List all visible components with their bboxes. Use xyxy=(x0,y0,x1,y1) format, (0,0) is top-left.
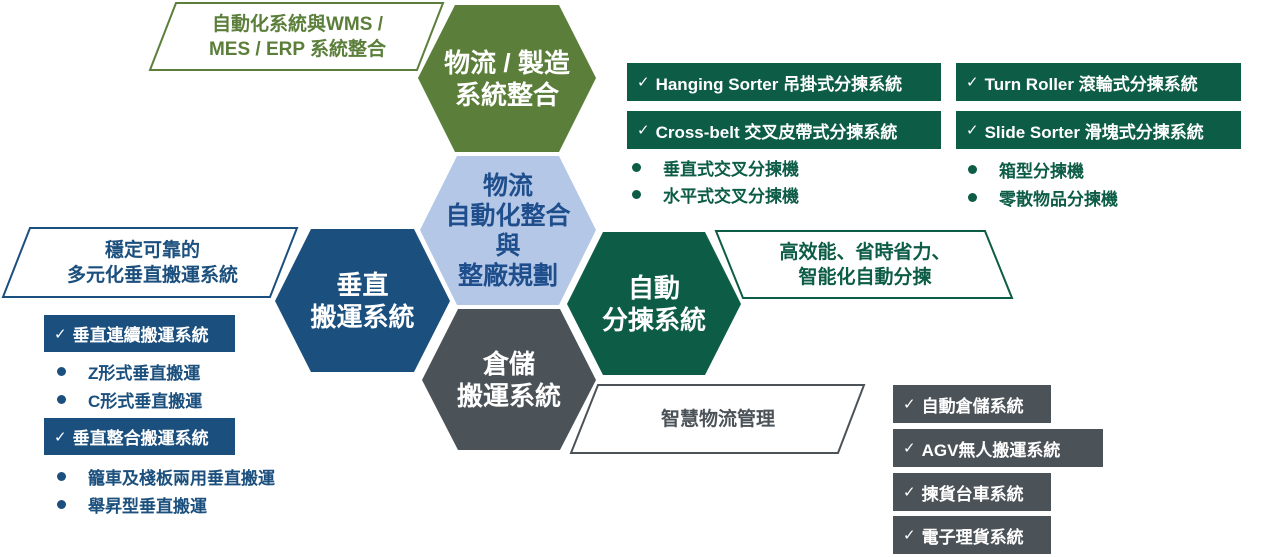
sorting-hexagon-line-2: 分揀系統 xyxy=(601,304,706,335)
bullet-dot-icon xyxy=(57,366,66,376)
sorting-bullet-label: 箱型分揀機 xyxy=(999,161,1084,181)
integration-hexagon-line-2: 系統整合 xyxy=(454,79,559,110)
vertical-bullet-label: Z形式垂直搬運 xyxy=(88,363,201,383)
sorting-hexagon-line-1: 自動 xyxy=(627,272,680,303)
storage-item-label: 揀貨台車系統 xyxy=(921,484,1024,504)
sorting-callout-line-1: 高效能、省時省力、 xyxy=(779,241,951,263)
sorting-bullet-label: 水平式交叉分揀機 xyxy=(663,186,799,206)
vertical-item-label: 垂直連續搬運系統 xyxy=(72,326,209,345)
center-hexagon-label: 物流 自動化整合 與 整廠規劃 xyxy=(420,156,596,305)
storage-callout-line-1: 智慧物流管理 xyxy=(660,408,775,430)
check-icon: ✓ xyxy=(966,122,979,139)
storage-item-label: 自動倉儲系統 xyxy=(921,396,1024,416)
bullet-dot-icon xyxy=(632,162,641,172)
vertical-hexagon xyxy=(275,229,450,372)
sorting-hexagon xyxy=(567,232,741,375)
check-icon: ✓ xyxy=(966,74,979,91)
center-hexagon-line-2: 自動化整合 xyxy=(445,201,571,230)
integration-callout: 自動化系統與WMS / MES / ERP 系統整合 xyxy=(170,6,425,68)
vertical-bullet-label: 舉昇型垂直搬運 xyxy=(88,496,207,516)
check-icon: ✓ xyxy=(903,527,916,544)
sorting-item-turn-roller: ✓ Turn Roller 滾輪式分揀系統 xyxy=(956,63,1241,101)
check-icon: ✓ xyxy=(54,325,67,343)
vertical-hexagon-line-1: 垂直 xyxy=(336,269,389,300)
center-hexagon-line-4: 整廠規劃 xyxy=(457,261,558,290)
vertical-callout: 穩定可靠的 多元化垂直搬運系統 xyxy=(20,231,285,294)
sorting-item-label: Slide Sorter 滑塊式分揀系統 xyxy=(984,122,1204,142)
vertical-hexagon-line-2: 搬運系統 xyxy=(310,301,415,332)
storage-item-electronic-sorting: ✓ 電子理貨系統 xyxy=(893,516,1051,554)
sorting-callout: 高效能、省時省力、 智能化自動分揀 xyxy=(730,234,1000,295)
check-icon: ✓ xyxy=(903,484,916,501)
integration-callout-shape xyxy=(148,2,445,71)
storage-hexagon-label: 倉儲 搬運系統 xyxy=(422,309,596,450)
bullet-dot-icon xyxy=(632,189,641,199)
vertical-callout-shape xyxy=(1,227,299,298)
vertical-hexagon-label: 垂直 搬運系統 xyxy=(275,229,450,372)
bullet-dot-icon xyxy=(57,471,66,481)
storage-item-label: 電子理貨系統 xyxy=(921,527,1024,547)
vertical-bullet-item: 籠車及棧板兩用垂直搬運 xyxy=(57,465,275,488)
storage-hexagon-line-1: 倉儲 xyxy=(482,348,535,379)
sorting-item-hanging-sorter: ✓ Hanging Sorter 吊掛式分揀系統 xyxy=(627,63,941,101)
sorting-callout-line-2: 智能化自動分揀 xyxy=(798,266,932,288)
sorting-item-slide-sorter: ✓ Slide Sorter 滑塊式分揀系統 xyxy=(956,111,1241,149)
storage-callout-shape xyxy=(569,384,866,454)
bullet-dot-icon xyxy=(968,192,977,202)
sorting-item-label: Cross-belt 交叉皮帶式分揀系統 xyxy=(655,122,898,142)
storage-hexagon-line-2: 搬運系統 xyxy=(456,380,561,411)
check-icon: ✓ xyxy=(903,396,916,413)
sorting-bullet-label: 垂直式交叉分揀機 xyxy=(663,159,799,179)
bullet-dot-icon xyxy=(57,499,66,509)
storage-item-agv: ✓ AGV無人搬運系統 xyxy=(893,429,1103,467)
check-icon: ✓ xyxy=(54,428,67,446)
vertical-item-integrated: ✓ 垂直整合搬運系統 xyxy=(44,418,235,455)
check-icon: ✓ xyxy=(637,122,650,139)
storage-item-label: AGV無人搬運系統 xyxy=(921,440,1061,460)
integration-callout-line-1: 自動化系統與WMS / xyxy=(212,14,383,35)
vertical-callout-line-1: 穩定可靠的 xyxy=(104,239,200,261)
sorting-bullet-item: 箱型分揀機 xyxy=(968,158,1084,181)
sorting-bullet-label: 零散物品分揀機 xyxy=(999,189,1118,209)
bullet-dot-icon xyxy=(968,164,977,174)
sorting-hexagon-label: 自動 分揀系統 xyxy=(567,232,741,375)
integration-hexagon xyxy=(418,5,596,152)
vertical-bullet-item: 舉昇型垂直搬運 xyxy=(57,493,207,516)
storage-callout: 智慧物流管理 xyxy=(585,388,851,450)
bullet-dot-icon xyxy=(57,394,66,404)
vertical-bullet-item: C形式垂直搬運 xyxy=(57,388,203,411)
center-hexagon xyxy=(420,156,596,305)
integration-hexagon-line-1: 物流 / 製造 xyxy=(444,47,570,78)
sorting-item-label: Turn Roller 滾輪式分揀系統 xyxy=(984,74,1198,94)
sorting-bullet-item: 水平式交叉分揀機 xyxy=(632,183,799,206)
vertical-callout-line-2: 多元化垂直搬運系統 xyxy=(66,264,238,286)
center-hexagon-line-3: 與 xyxy=(495,231,521,260)
vertical-bullet-label: 籠車及棧板兩用垂直搬運 xyxy=(88,468,275,488)
vertical-item-continuous: ✓ 垂直連續搬運系統 xyxy=(44,315,235,352)
check-icon: ✓ xyxy=(637,74,650,91)
storage-hexagon xyxy=(422,309,596,450)
sorting-bullet-item: 零散物品分揀機 xyxy=(968,186,1118,209)
sorting-bullet-item: 垂直式交叉分揀機 xyxy=(632,156,799,179)
storage-item-asrs: ✓ 自動倉儲系統 xyxy=(893,385,1051,423)
vertical-item-label: 垂直整合搬運系統 xyxy=(72,429,209,448)
integration-hexagon-label: 物流 / 製造 系統整合 xyxy=(418,5,596,152)
sorting-item-label: Hanging Sorter 吊掛式分揀系統 xyxy=(655,74,903,94)
center-hexagon-line-1: 物流 xyxy=(482,171,533,200)
sorting-callout-shape xyxy=(714,230,1014,299)
vertical-bullet-item: Z形式垂直搬運 xyxy=(57,360,201,383)
integration-callout-line-2: MES / ERP 系統整合 xyxy=(208,39,386,60)
sorting-item-cross-belt: ✓ Cross-belt 交叉皮帶式分揀系統 xyxy=(627,111,941,149)
vertical-bullet-label: C形式垂直搬運 xyxy=(88,391,203,411)
check-icon: ✓ xyxy=(903,440,916,457)
storage-item-picking-cart: ✓ 揀貨台車系統 xyxy=(893,473,1051,511)
